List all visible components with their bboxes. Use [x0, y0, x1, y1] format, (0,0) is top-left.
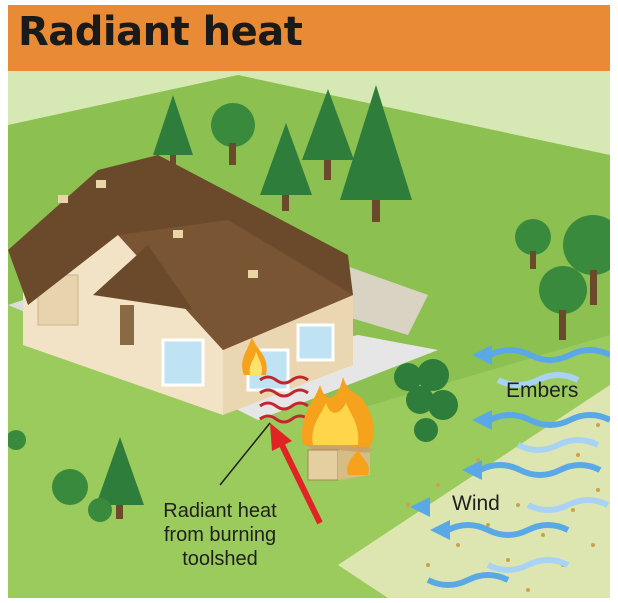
tree-icon [260, 123, 312, 211]
field [338, 385, 610, 598]
radiant-label-line2: from burning [164, 524, 276, 546]
flame-icon [301, 377, 374, 475]
tree-icon [211, 103, 255, 165]
embers-label: Embers [506, 379, 578, 402]
page-title: Radiant heat [18, 9, 303, 55]
red-arrow-icon [270, 423, 323, 525]
ember-specks [406, 423, 600, 592]
wind-arrow-icon [426, 347, 610, 588]
scene-illustration: Embers Wind Radiant heat from burning to… [8, 71, 610, 598]
wind-label: Wind [452, 492, 500, 515]
diagram-frame: Radiant heat [8, 5, 610, 598]
tree-icon [515, 219, 551, 269]
tree-icon [340, 85, 412, 222]
wind-arrow-heads [410, 345, 492, 540]
tree-icon [563, 215, 610, 305]
radiant-label-line3: toolshed [182, 548, 258, 570]
radiant-label-line1: Radiant heat [163, 500, 277, 522]
tree-icon [96, 437, 144, 519]
bushes [394, 359, 458, 442]
tree-icon [153, 95, 193, 170]
house-icon [8, 155, 353, 415]
title-bar: Radiant heat [8, 5, 610, 71]
wind-arrow-icon [486, 372, 610, 573]
leader-line [219, 422, 271, 486]
tree-icon [539, 266, 587, 340]
heat-wave-icon [259, 375, 309, 424]
tree-icon [302, 89, 354, 180]
tree-icon [8, 430, 112, 522]
flame-icon [249, 352, 263, 375]
